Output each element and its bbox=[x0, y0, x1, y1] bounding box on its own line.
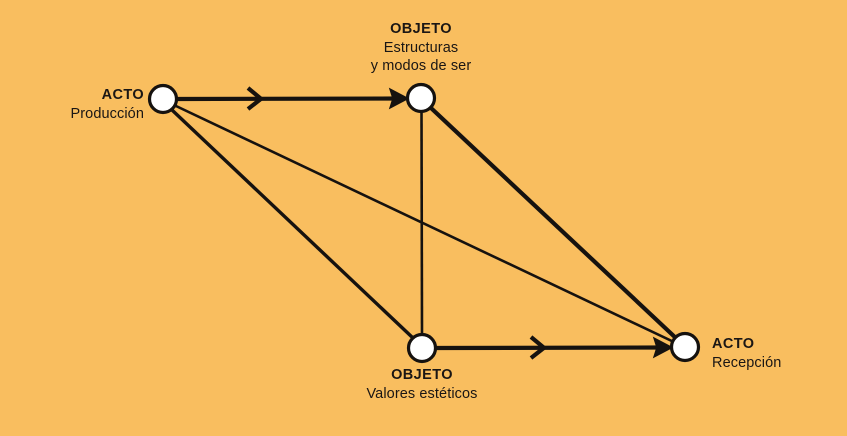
end-arrowhead-icon bbox=[388, 87, 410, 110]
edge-produccion-to-valores bbox=[170, 108, 415, 340]
node-recepcion[interactable] bbox=[669, 331, 701, 363]
edge-estructuras-to-recepcion bbox=[429, 106, 680, 342]
node-estructuras[interactable] bbox=[405, 82, 437, 114]
edge-produccion-to-estructuras bbox=[175, 86, 410, 111]
node-valores[interactable] bbox=[406, 332, 438, 364]
edge-line bbox=[175, 104, 677, 345]
node-subtitle-produccion: Producción bbox=[70, 105, 144, 122]
node-produccion[interactable] bbox=[147, 83, 179, 115]
node-subtitle-estructuras-line2: y modos de ser bbox=[370, 58, 472, 75]
edge-line bbox=[434, 345, 669, 351]
edge-line bbox=[175, 96, 405, 102]
edge-produccion-to-recepcion bbox=[175, 104, 677, 345]
mid-arrowhead-icon bbox=[246, 86, 265, 111]
node-title-estructuras: OBJETO bbox=[390, 21, 452, 37]
mid-arrowhead-icon bbox=[529, 335, 548, 360]
edge-valores-to-recepcion bbox=[434, 335, 674, 360]
node-label-valores: OBJETO Valores estéticos bbox=[312, 366, 532, 403]
edge-line bbox=[170, 108, 415, 340]
node-subtitle-valores: Valores estéticos bbox=[366, 385, 478, 402]
node-subtitle-estructuras-line1: Estructuras bbox=[383, 39, 459, 56]
node-label-produccion: ACTO Producción bbox=[18, 86, 144, 123]
edge-line bbox=[420, 110, 424, 336]
node-subtitle-recepcion: Recepción bbox=[712, 354, 782, 371]
node-label-recepcion: ACTO Recepción bbox=[712, 335, 847, 372]
edge-line bbox=[429, 106, 680, 342]
node-label-estructuras: OBJETO Estructuras y modos de ser bbox=[311, 20, 531, 76]
node-title-recepcion: ACTO bbox=[712, 336, 755, 352]
node-title-valores: OBJETO bbox=[391, 367, 453, 383]
edge-estructuras-to-valores bbox=[420, 110, 424, 336]
end-arrowhead-icon bbox=[652, 336, 674, 359]
node-title-produccion: ACTO bbox=[101, 87, 144, 103]
